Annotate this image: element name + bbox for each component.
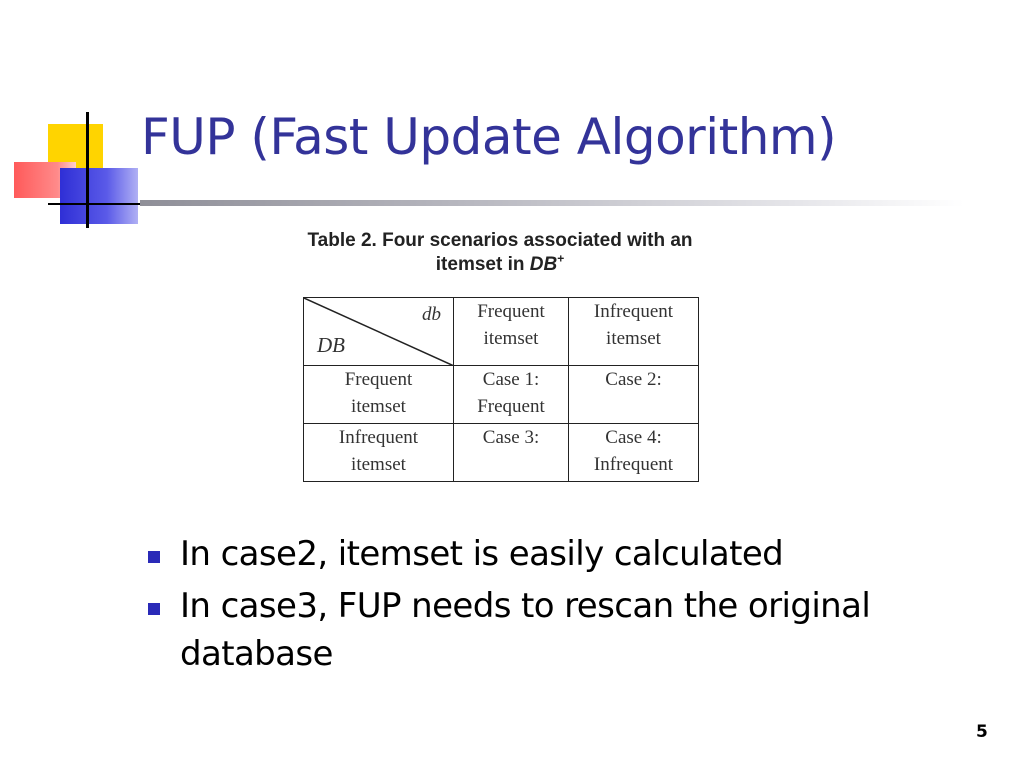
cell-case-4: Case 4: Infrequent bbox=[568, 423, 699, 482]
cell-case-4-line1: Case 4: bbox=[605, 427, 662, 448]
decor-horizontal-line bbox=[48, 203, 143, 205]
decor-vertical-line bbox=[86, 112, 89, 228]
decor-blue-square bbox=[60, 168, 138, 224]
caption-db-superscript: + bbox=[557, 251, 565, 266]
col-header-frequent-line2: itemset bbox=[483, 328, 539, 349]
caption-line-2: itemset in DB+ bbox=[240, 253, 760, 277]
bullet-item: In case3, FUP needs to rescan the origin… bbox=[140, 582, 960, 678]
cell-case-2: Case 2: bbox=[568, 365, 699, 424]
row-header-infrequent-line1: Infrequent bbox=[338, 427, 419, 448]
cell-case-1-line2: Frequent bbox=[477, 396, 545, 417]
bullet-text: In case2, itemset is easily calculated bbox=[180, 534, 784, 574]
col-header-frequent: Frequent itemset bbox=[453, 297, 569, 366]
corner-label-DB: DB bbox=[317, 333, 345, 357]
bullet-text: In case3, FUP needs to rescan the origin… bbox=[180, 586, 871, 674]
cell-case-1: Case 1: Frequent bbox=[453, 365, 569, 424]
col-header-frequent-line1: Frequent bbox=[477, 301, 545, 322]
bullet-list: In case2, itemset is easily calculated I… bbox=[140, 530, 960, 682]
cell-case-1-line1: Case 1: bbox=[482, 369, 540, 390]
table-row-frequent: Frequent itemset Case 1: Frequent Case 2… bbox=[303, 365, 699, 424]
col-header-infrequent-line1: Infrequent bbox=[593, 301, 674, 322]
corner-diagonal bbox=[304, 298, 454, 366]
cell-case-3-line1: Case 3: bbox=[482, 427, 540, 448]
corner-label-db: db bbox=[422, 304, 441, 325]
cell-case-4-line2: Infrequent bbox=[593, 454, 674, 475]
col-header-infrequent-line2: itemset bbox=[606, 328, 661, 349]
title-underline-gradient bbox=[140, 200, 964, 206]
scenario-table: db DB Frequent itemset Infrequent itemse… bbox=[303, 297, 699, 482]
table-caption: Table 2. Four scenarios associated with … bbox=[240, 229, 760, 277]
bullet-item: In case2, itemset is easily calculated bbox=[140, 530, 960, 578]
cell-case-2-line1: Case 2: bbox=[605, 369, 662, 390]
corner-cell: db DB bbox=[303, 297, 454, 366]
caption-line-2-prefix: itemset in bbox=[435, 254, 530, 275]
col-header-infrequent: Infrequent itemset bbox=[568, 297, 699, 366]
table-row-infrequent: Infrequent itemset Case 3: Case 4: Infre… bbox=[303, 423, 699, 482]
table-header-row: db DB Frequent itemset Infrequent itemse… bbox=[303, 297, 699, 366]
row-header-infrequent-line2: itemset bbox=[351, 454, 406, 475]
slide-title: FUP (Fast Update Algorithm) bbox=[141, 108, 837, 166]
row-header-infrequent: Infrequent itemset bbox=[303, 423, 454, 482]
row-header-frequent: Frequent itemset bbox=[303, 365, 454, 424]
row-header-frequent-line1: Frequent bbox=[344, 369, 413, 390]
row-header-frequent-line2: itemset bbox=[351, 396, 406, 417]
caption-db: DB bbox=[529, 254, 558, 275]
square-bullet-icon bbox=[148, 551, 160, 563]
page-number: 5 bbox=[976, 722, 988, 742]
square-bullet-icon bbox=[148, 603, 160, 615]
caption-line-1: Table 2. Four scenarios associated with … bbox=[307, 230, 693, 251]
cell-case-3: Case 3: bbox=[453, 423, 569, 482]
